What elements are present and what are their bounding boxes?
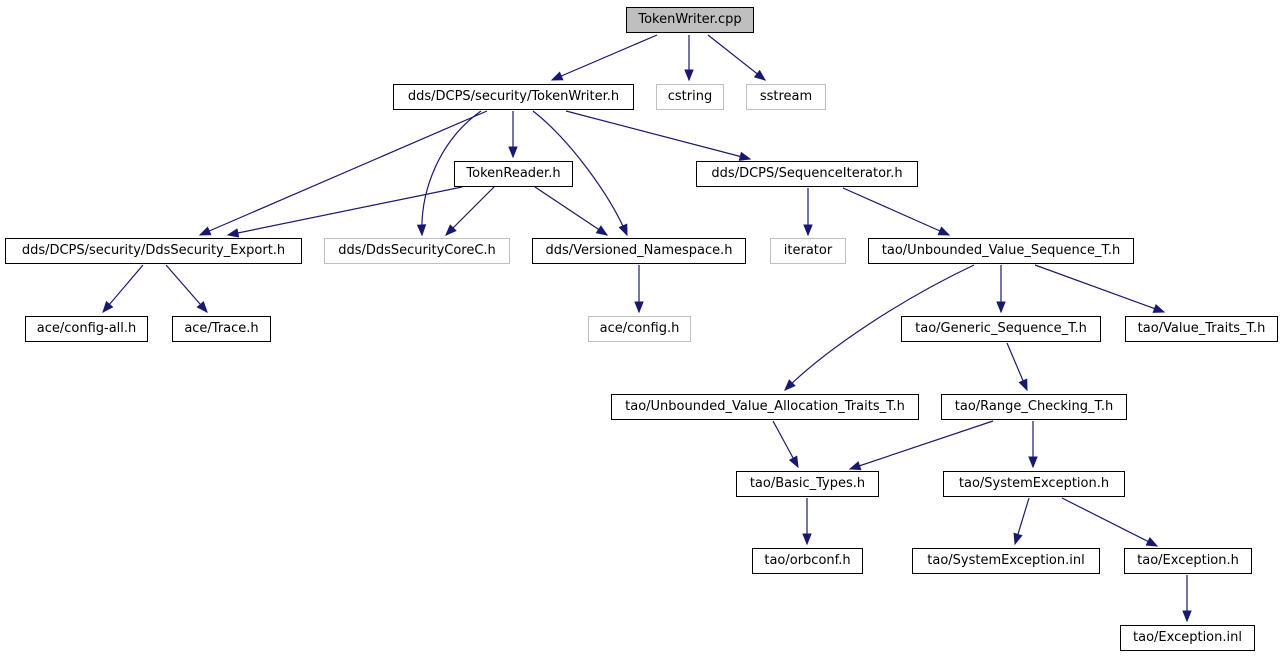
- node-token-writer-cpp[interactable]: TokenWriter.cpp: [626, 7, 754, 33]
- node-sequence-iterator-h[interactable]: dds/DCPS/SequenceIterator.h: [696, 161, 918, 187]
- node-versioned-namespace-h[interactable]: dds/Versioned_Namespace.h: [532, 238, 746, 264]
- arrowhead-security_token_writer_h-to-sequence_iterator_h: [738, 151, 752, 161]
- arrowhead-sequence_iterator_h-to-unbounded_value_sequence_h: [937, 226, 951, 236]
- node-dds-security-core-c-h: dds/DdsSecurityCoreC.h: [324, 238, 510, 264]
- edge-security_token_writer_h-to-dds_security_core_c_h: [421, 110, 482, 236]
- node-security-token-writer-h[interactable]: dds/DCPS/security/TokenWriter.h: [393, 84, 634, 110]
- node-range-checking-h[interactable]: tao/Range_Checking_T.h: [941, 394, 1127, 420]
- arrowhead-token_reader_h-to-versioned_namespace_h: [595, 225, 609, 236]
- node-value-traits-h[interactable]: tao/Value_Traits_T.h: [1125, 316, 1278, 342]
- arrowhead-security_token_writer_h-to-token_reader_h: [508, 146, 518, 159]
- arrowhead-token_writer_cpp-to-security_token_writer_h: [550, 71, 564, 81]
- arrowhead-sequence_iterator_h-to-iterator: [803, 224, 813, 237]
- edge-system_exception_h-to-exception_h: [1061, 497, 1158, 547]
- arrowhead-unbounded_value_sequence_h-to-unbounded_value_allocation_traits_h: [784, 379, 796, 391]
- arrowhead-basic_types_h-to-orbconf_h: [802, 533, 812, 546]
- node-dds-security-export-h[interactable]: dds/DCPS/security/DdsSecurity_Export.h: [5, 238, 302, 264]
- node-ace-config-h: ace/config.h: [588, 316, 691, 342]
- arrowhead-generic_sequence_h-to-range_checking_h: [1018, 378, 1028, 392]
- edge-unbounded_value_sequence_h-to-value_traits_h: [1034, 264, 1165, 313]
- node-sstream: sstream: [746, 84, 826, 110]
- arrowhead-exception_h-to-exception_inl: [1182, 610, 1192, 623]
- arrowhead-unbounded_value_allocation_traits_h-to-basic_types_h: [788, 455, 799, 469]
- arrowhead-dds_security_export_h-to-ace_config_all_h: [102, 300, 114, 314]
- node-unbounded-value-allocation-traits-h[interactable]: tao/Unbounded_Value_Allocation_Traits_T.…: [611, 394, 919, 420]
- edge-token_writer_cpp-to-sstream: [707, 34, 766, 81]
- edge-sequence_iterator_h-to-unbounded_value_sequence_h: [842, 187, 950, 236]
- node-exception-inl[interactable]: tao/Exception.inl: [1120, 625, 1255, 651]
- arrowhead-token_writer_cpp-to-sstream: [753, 69, 767, 81]
- edge-token_reader_h-to-dds_security_export_h: [227, 186, 463, 236]
- arrowhead-security_token_writer_h-to-dds_security_core_c_h: [416, 224, 427, 237]
- edge-token_writer_cpp-to-security_token_writer_h: [551, 34, 658, 81]
- arrowhead-token_writer_cpp-to-cstring: [684, 69, 694, 82]
- arrowhead-range_checking_h-to-basic_types_h: [848, 461, 862, 471]
- arrowhead-system_exception_h-to-exception_h: [1145, 537, 1159, 547]
- node-token-reader-h[interactable]: TokenReader.h: [454, 161, 573, 187]
- edge-token_reader_h-to-versioned_namespace_h: [534, 186, 608, 236]
- arrowhead-token_reader_h-to-dds_security_core_c_h: [445, 224, 457, 236]
- arrowhead-unbounded_value_sequence_h-to-generic_sequence_h: [996, 301, 1006, 314]
- arrowhead-security_token_writer_h-to-versioned_namespace_h: [618, 223, 628, 237]
- node-exception-h[interactable]: tao/Exception.h: [1124, 548, 1252, 574]
- node-system-exception-h[interactable]: tao/SystemException.h: [943, 471, 1125, 497]
- edge-security_token_writer_h-to-dds_security_export_h: [199, 110, 488, 236]
- node-basic-types-h[interactable]: tao/Basic_Types.h: [736, 471, 879, 497]
- node-generic-sequence-h[interactable]: tao/Generic_Sequence_T.h: [901, 316, 1101, 342]
- edge-security_token_writer_h-to-versioned_namespace_h: [532, 110, 628, 236]
- node-orbconf-h[interactable]: tao/orbconf.h: [752, 548, 863, 574]
- edge-range_checking_h-to-basic_types_h: [849, 420, 994, 470]
- arrowhead-security_token_writer_h-to-dds_security_export_h: [198, 226, 212, 236]
- edge-token_reader_h-to-dds_security_core_c_h: [445, 186, 495, 236]
- node-cstring: cstring: [656, 84, 724, 110]
- node-unbounded-value-sequence-h[interactable]: tao/Unbounded_Value_Sequence_T.h: [868, 238, 1134, 264]
- arrowhead-range_checking_h-to-system_exception_h: [1028, 456, 1038, 469]
- arrowhead-dds_security_export_h-to-ace_trace_h: [196, 300, 208, 314]
- node-iterator: iterator: [770, 238, 846, 264]
- arrowhead-unbounded_value_sequence_h-to-value_traits_h: [1152, 303, 1166, 313]
- arrowhead-system_exception_h-to-system_exception_inl: [1013, 532, 1023, 546]
- node-system-exception-inl[interactable]: tao/SystemException.inl: [912, 548, 1100, 574]
- edge-security_token_writer_h-to-sequence_iterator_h: [565, 110, 751, 160]
- arrowhead-token_reader_h-to-dds_security_export_h: [226, 228, 240, 238]
- node-ace-trace-h[interactable]: ace/Trace.h: [172, 316, 271, 342]
- arrowhead-versioned_namespace_h-to-ace_config_h: [634, 301, 644, 314]
- node-ace-config-all-h[interactable]: ace/config-all.h: [25, 316, 148, 342]
- edge-unbounded_value_sequence_h-to-unbounded_value_allocation_traits_h: [784, 264, 975, 391]
